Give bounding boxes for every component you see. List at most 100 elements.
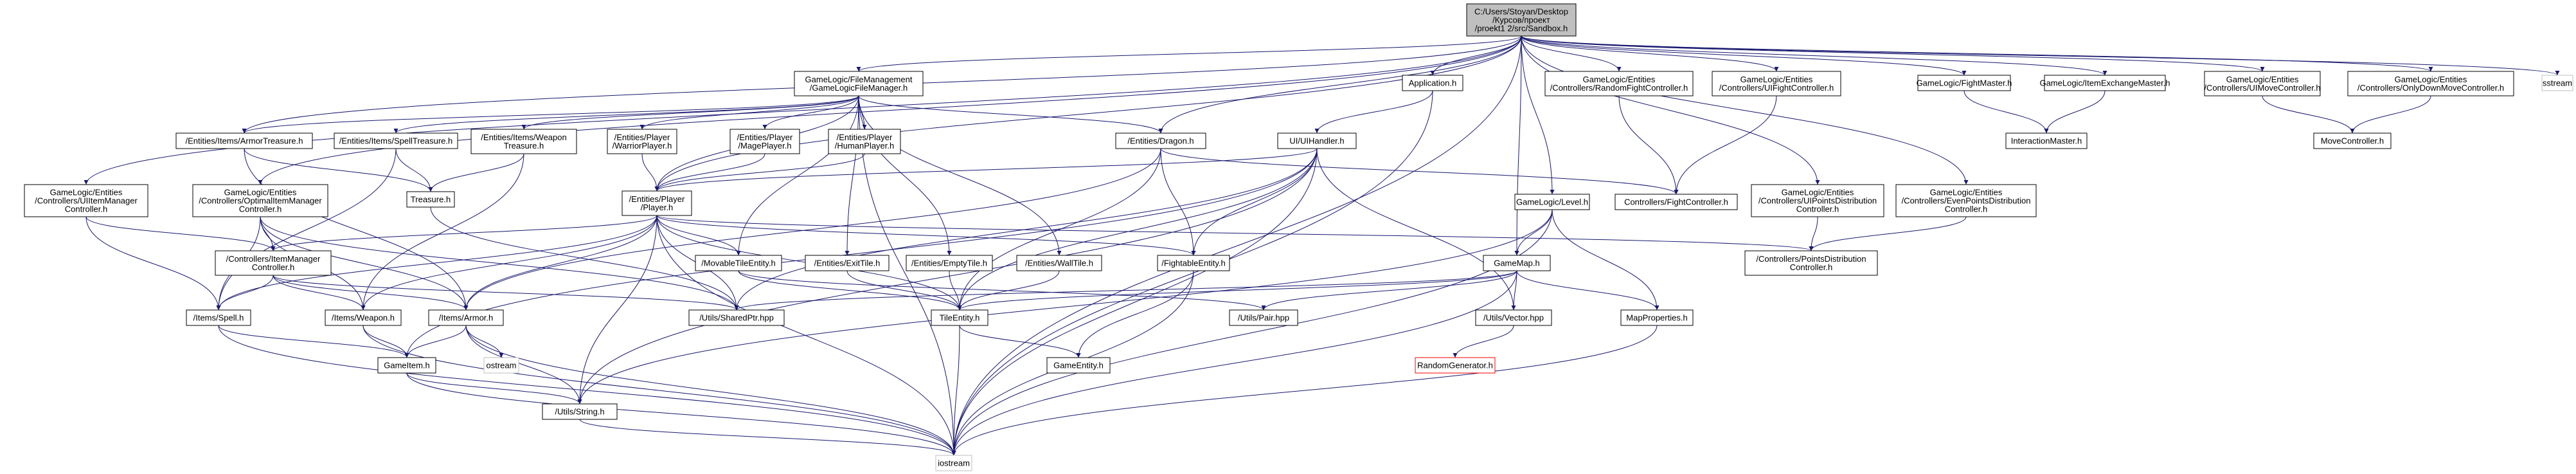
node-odmc[interactable]: GameLogic/Entities/Controllers/OnlyDownM… [2347,71,2514,96]
edge-rfc-to-fc [1618,95,1679,195]
node-app[interactable]: Application.h [1402,75,1463,91]
node-pdc[interactable]: /Controllers/PointsDistributionControlle… [1744,250,1878,276]
edge [1514,35,1522,256]
edge-sandbox-to-uiimc [84,35,1522,185]
node-box [729,129,800,154]
node-label-line: GameLogic/Level.h [1516,197,1588,207]
edge-exit-to-tileentity [846,270,962,311]
edge-fe-to-gameentity [1076,270,1194,358]
edge [1521,35,2433,72]
edge [951,270,1517,456]
node-box [175,132,313,149]
edge [216,215,657,311]
node-warrior[interactable]: /Entities/Player/WarriorPlayer.h [607,129,677,154]
node-gamemap[interactable]: GameMap.h [1483,255,1551,271]
edge-weapon-to-gameitem [362,325,409,358]
node-iostream[interactable]: iostream [935,455,972,471]
node-gameentity[interactable]: GameEntity.h [1046,357,1111,374]
node-oimc[interactable]: GameLogic/Entities/Controllers/OptimalIt… [192,184,328,217]
edge-uihandler-to-string [577,148,1318,405]
edge-spelltreasure-to-treasure [395,148,433,192]
edge-gfm-to-spelltreasure [393,95,859,134]
edge-spell-to-iostream [218,325,956,456]
node-gameitem[interactable]: GameItem.h [377,357,436,374]
node-im[interactable]: InteractionMaster.h [2005,132,2088,149]
node-dragon[interactable]: /Entities/Dragon.h [1115,132,1206,149]
node-box [607,129,677,154]
node-armortreasure[interactable]: /Entities/Items/ArmorTreasure.h [175,132,313,149]
node-weapon[interactable]: /Items/Weapon.h [325,309,402,326]
edge [656,215,741,256]
node-fm[interactable]: GameLogic/FightMaster.h [1917,75,2012,91]
dependency-edges [84,35,2560,456]
node-empty[interactable]: /Entities/EmptyTile.h [906,255,993,271]
node-label-line: /Курсов/проект [1492,15,1550,25]
node-uihandler[interactable]: UI/UIHandler.h [1277,132,1357,149]
node-label-line: /Controllers/UIItemManager [35,196,138,206]
edge [1160,148,1679,195]
node-tileentity[interactable]: TileEntity.h [931,309,988,326]
node-uifc[interactable]: GameLogic/Entities/Controllers/UIFightCo… [1712,71,1841,96]
node-ostream[interactable]: ostream [483,357,519,374]
node-label-line: Controller.h [1796,205,1839,214]
edge-dragon-to-fe [1160,148,1196,256]
node-human[interactable]: /Entities/Player/HumanPlayer.h [828,129,901,154]
node-iem[interactable]: GameLogic/ItemExchangeMaster.h [2039,75,2170,91]
node-treasure[interactable]: Treasure.h [406,191,455,208]
node-string[interactable]: /Utils/String.h [542,403,618,420]
edge-gfm-to-mage [762,95,859,130]
node-box [1229,309,1298,326]
edge-warrior-to-player [641,153,659,192]
edge [1618,95,1679,195]
node-rng[interactable]: RandomGenerator.h [1415,357,1496,374]
node-pair[interactable]: /Utils/Pair.hpp [1229,309,1298,326]
node-fc[interactable]: Controllers/FightController.h [1614,194,1738,210]
edge-sandbox-to-oimc [258,35,1522,185]
node-label-line: Controller.h [65,205,107,214]
edge [734,148,1318,311]
edge-uihandler-to-vector [1316,148,1516,311]
node-sstream[interactable]: sstream [2541,75,2573,91]
node-vector[interactable]: /Utils/Vector.hpp [1475,309,1552,326]
node-box [1620,309,1694,326]
node-epdc[interactable]: GameLogic/Entities/Controllers/EvenPoint… [1895,184,2037,217]
node-uipdc[interactable]: GameLogic/Entities/Controllers/UIPointsD… [1751,184,1884,217]
node-spelltreasure[interactable]: /Entities/Items/SpellTreasure.h [334,132,458,149]
edge-uihandler-to-tileentity [957,148,1318,311]
edge [1160,148,1196,256]
node-mapprops[interactable]: MapProperties.h [1620,309,1694,326]
edge-uihandler-to-player [654,148,1318,192]
edge [846,270,962,311]
edge-uiimc-to-spell [85,216,221,311]
node-label-line: /Entities/ExitTile.h [814,259,881,268]
node-uimc[interactable]: GameLogic/Entities/Controllers/UIMoveCon… [2204,71,2321,96]
node-box [935,455,972,471]
node-level[interactable]: GameLogic/Level.h [1514,194,1590,210]
node-mc[interactable]: MoveController.h [2313,132,2392,149]
node-gfm[interactable]: GameLogic/FileManagement/GameLogicFileMa… [794,71,924,96]
node-label-line: /MovableTileEntity.h [701,259,776,268]
node-box [906,255,993,271]
node-wall[interactable]: /Entities/WallTile.h [1016,255,1102,271]
node-player[interactable]: /Entities/Player/Player.h [622,190,692,216]
node-sharedptr[interactable]: /Utils/SharedPtr.hpp [688,309,785,326]
node-mte[interactable]: /MovableTileEntity.h [695,255,782,271]
node-sandbox[interactable]: C:/Users/Stoyan/Desktop/Курсов/проект/pr… [1466,3,1577,37]
edge [641,153,659,192]
node-spell[interactable]: /Items/Spell.h [186,309,251,326]
node-exit[interactable]: /Entities/ExitTile.h [805,255,890,271]
node-label-line: GameLogic/Entities [224,188,297,197]
node-label-line: /Utils/Pair.hpp [1238,313,1289,323]
node-fe[interactable]: /FightableEntity.h [1157,255,1230,271]
node-label-line: /Entities/Player [629,194,685,204]
node-label-line: /Utils/Vector.hpp [1483,313,1544,323]
edge [465,325,582,405]
node-armor[interactable]: /Items/Armor.h [428,309,504,326]
node-uiimc[interactable]: GameLogic/Entities/Controllers/UIItemMan… [24,184,148,217]
node-rfc[interactable]: GameLogic/Entities/Controllers/RandomFig… [1544,71,1694,96]
node-box [334,132,458,149]
edge-gamemap-to-sharedptr [734,270,1517,311]
node-mage[interactable]: /Entities/Player/MagePlayer.h [729,129,800,154]
